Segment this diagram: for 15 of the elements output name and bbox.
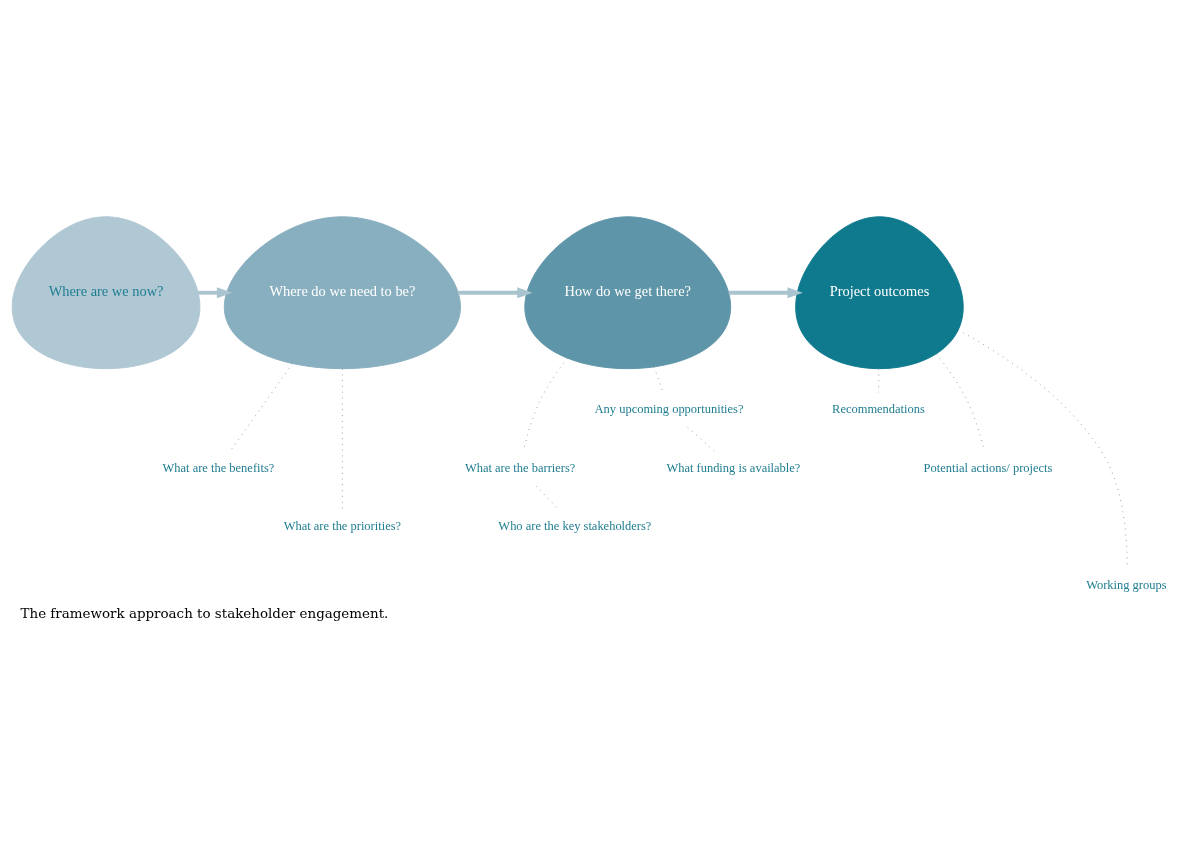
node-text: What are the barriers? bbox=[464, 460, 576, 475]
node-text: Working groups bbox=[1086, 578, 1167, 593]
node-text: What are the benefits? bbox=[162, 460, 275, 475]
node-text: Recommendations bbox=[832, 402, 925, 417]
connector bbox=[535, 485, 560, 511]
node-text: What are the priorities? bbox=[283, 519, 402, 534]
node-text: Potential actions/ projects bbox=[923, 460, 1053, 475]
node-text: What funding is available? bbox=[666, 460, 801, 475]
caption: The framework approach to stakeholder engagement. bbox=[20, 605, 389, 621]
arrow bbox=[728, 287, 803, 299]
node-text: Any upcoming opportunities? bbox=[594, 402, 744, 417]
arrow bbox=[458, 287, 533, 299]
node-text: Who are the key stakeholders? bbox=[498, 519, 652, 534]
arrow bbox=[198, 287, 233, 299]
connector bbox=[653, 366, 664, 393]
